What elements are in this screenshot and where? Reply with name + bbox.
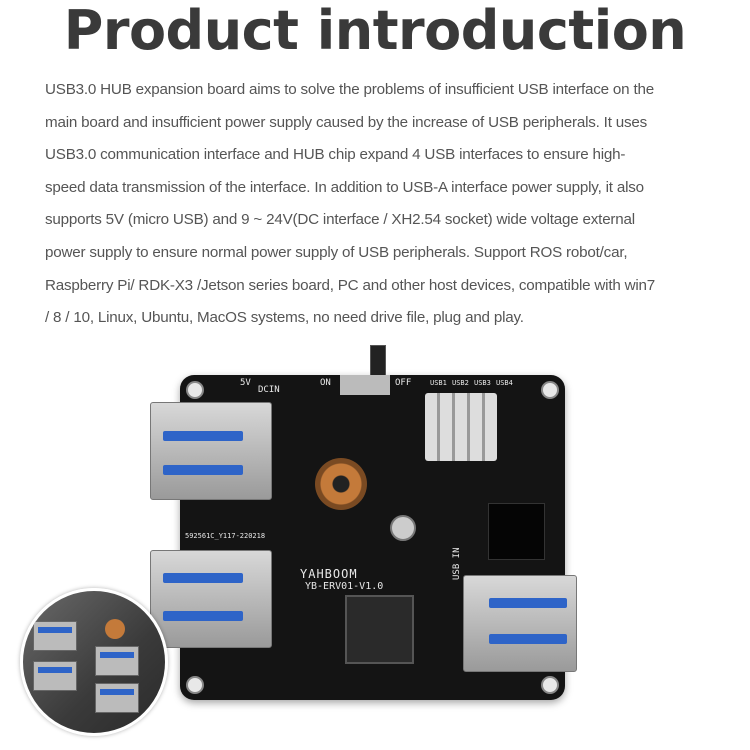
usb1-label: USB1 [430,379,447,387]
inset-usb-port [33,621,77,651]
usage-inset-photo [20,588,168,736]
intro-line: speed data transmission of the interface… [45,178,644,196]
5v-label: 5V [240,378,251,388]
capacitor [390,515,416,541]
mount-hole [541,676,559,694]
usb-port [150,402,272,500]
brand-label: YAHBOOM [300,567,358,581]
dc-jack [488,503,545,560]
intro-line: USB3.0 communication interface and HUB c… [45,146,626,164]
hub-chip [345,595,414,664]
off-label: OFF [395,378,412,388]
usb-in-port [463,575,577,672]
usb-in-label: USB IN [452,547,462,580]
power-switch [340,375,390,395]
usb2-label: USB2 [452,379,469,387]
intro-line: power supply to ensure normal power supp… [45,243,628,261]
on-label: ON [320,378,331,388]
usb-port [150,550,272,648]
inset-usb-port [95,646,139,676]
inset-inductor [105,619,125,639]
intro-line: supports 5V (micro USB) and 9 ~ 24V(DC i… [45,211,635,229]
usb3-label: USB3 [474,379,491,387]
mount-hole [186,676,204,694]
dcin-label-top: DCIN [258,385,280,395]
intro-line: / 8 / 10, Linux, Ubuntu, MacOS systems, … [45,309,524,327]
mount-hole [186,381,204,399]
page-title: Product introduction [63,0,687,62]
intro-line: USB3.0 HUB expansion board aims to solve… [45,81,654,98]
inductor [315,458,367,510]
heatsink [425,393,497,461]
serial-label: 592561C_Y117-220218 [185,532,266,540]
mount-hole [541,381,559,399]
inset-usb-port [33,661,77,691]
intro-paragraph: USB3.0 HUB expansion board aims to solve… [45,74,725,335]
intro-line: main board and insufficient power supply… [45,113,648,131]
inset-usb-port [95,683,139,713]
usb4-label: USB4 [496,379,513,387]
intro-line: Raspberry Pi/ RDK-X3 /Jetson series boar… [45,276,656,294]
power-switch-knob [370,345,386,377]
model-label: YB-ERV01-V1.0 [305,581,384,592]
